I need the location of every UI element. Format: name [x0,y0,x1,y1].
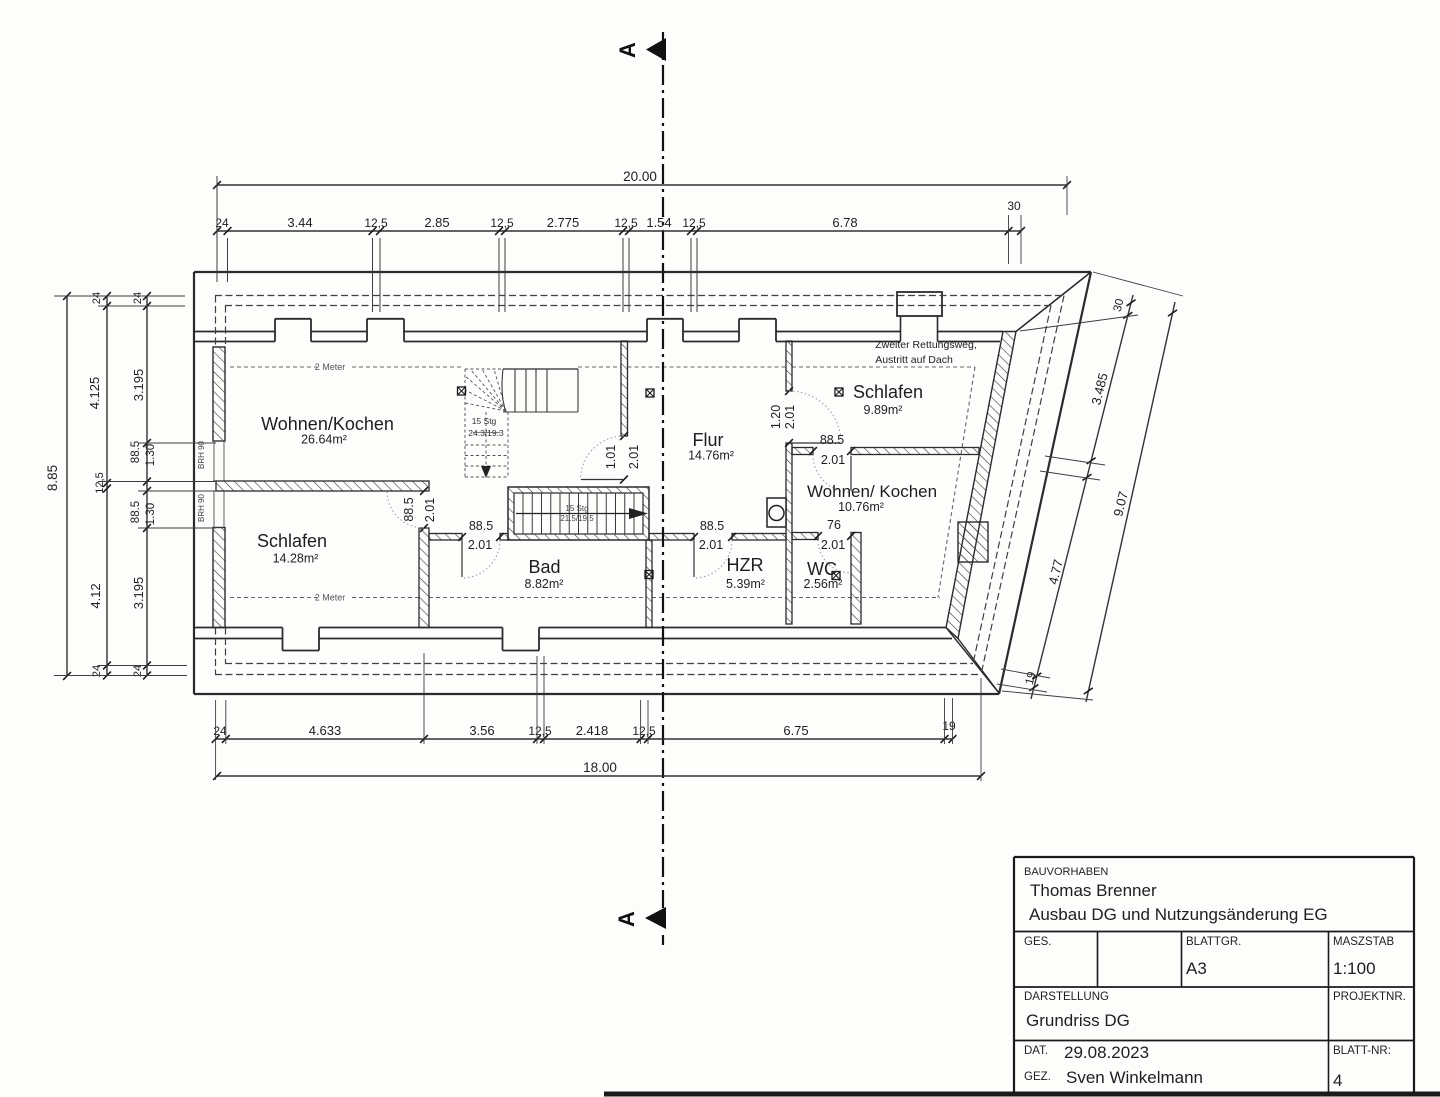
svg-text:24: 24 [91,665,103,677]
svg-text:1:100: 1:100 [1333,959,1376,978]
svg-text:9.89m²: 9.89m² [864,403,903,417]
svg-text:MASZSTAB: MASZSTAB [1333,936,1394,948]
svg-text:1.30: 1.30 [145,444,157,466]
svg-text:A: A [614,911,639,927]
svg-text:4.77: 4.77 [1045,558,1066,586]
svg-text:Wohnen/Kochen: Wohnen/Kochen [261,414,394,434]
svg-text:21.5/19.5: 21.5/19.5 [560,514,594,523]
svg-text:1.54: 1.54 [646,215,671,230]
svg-text:14.28m²: 14.28m² [273,552,319,566]
svg-text:Sven Winkelmann: Sven Winkelmann [1066,1068,1203,1087]
svg-text:15 Stg: 15 Stg [565,504,588,513]
svg-text:5.39m²: 5.39m² [726,577,765,591]
svg-text:6.75: 6.75 [783,723,808,738]
svg-text:2.775: 2.775 [547,215,580,230]
svg-text:20.00: 20.00 [623,169,657,184]
svg-text:WC: WC [807,559,837,579]
svg-text:19: 19 [1024,671,1039,686]
svg-text:24.3/19.3: 24.3/19.3 [468,428,504,438]
svg-text:BRH 90: BRH 90 [197,440,206,469]
svg-text:24: 24 [215,216,229,230]
svg-text:24: 24 [91,292,103,304]
svg-text:4.633: 4.633 [309,723,342,738]
svg-text:76: 76 [827,518,841,532]
svg-text:2.85: 2.85 [424,215,449,230]
svg-text:1.30: 1.30 [145,503,157,525]
svg-text:2.01: 2.01 [783,405,797,429]
svg-text:12,5: 12,5 [490,216,514,230]
svg-text:6.78: 6.78 [832,215,857,230]
svg-text:2.01: 2.01 [627,445,641,469]
svg-text:88.5: 88.5 [130,441,142,463]
svg-text:15 Stg: 15 Stg [472,416,497,426]
svg-text:4: 4 [1333,1071,1342,1090]
svg-text:88.5: 88.5 [402,497,416,521]
svg-text:Ausbau DG und Nutzungsänderung: Ausbau DG und Nutzungsänderung EG [1029,905,1328,924]
svg-text:3.56: 3.56 [469,723,494,738]
svg-text:A: A [615,42,640,58]
svg-text:24: 24 [132,292,144,304]
svg-text:BLATTGR.: BLATTGR. [1186,936,1241,948]
svg-text:2.418: 2.418 [576,723,609,738]
svg-text:30: 30 [1112,298,1127,313]
svg-text:Austritt auf Dach: Austritt auf Dach [875,354,953,366]
svg-text:2 Meter: 2 Meter [315,362,346,372]
svg-text:8.82m²: 8.82m² [525,577,564,591]
svg-text:2.01: 2.01 [821,453,845,467]
svg-text:DARSTELLUNG: DARSTELLUNG [1024,991,1109,1003]
svg-text:2.01: 2.01 [423,498,437,522]
svg-text:88.5: 88.5 [130,501,142,523]
svg-text:12,5: 12,5 [364,216,388,230]
svg-text:BLATT-NR:: BLATT-NR: [1333,1045,1391,1057]
svg-text:4.125: 4.125 [87,377,102,410]
svg-text:Schlafen: Schlafen [257,531,327,551]
svg-text:Wohnen/ Kochen: Wohnen/ Kochen [807,482,937,501]
svg-text:1.01: 1.01 [604,445,618,469]
svg-text:DAT.: DAT. [1024,1045,1048,1057]
svg-text:24: 24 [132,665,144,677]
svg-text:Thomas Brenner: Thomas Brenner [1030,881,1157,900]
svg-text:Zweiter Rettungsweg,: Zweiter Rettungsweg, [875,339,977,351]
svg-text:18.00: 18.00 [583,760,617,775]
svg-text:GEZ.: GEZ. [1024,1071,1051,1083]
svg-text:3.195: 3.195 [131,577,146,610]
svg-text:BAUVORHABEN: BAUVORHABEN [1024,866,1108,878]
svg-text:3.44: 3.44 [287,215,312,230]
svg-text:12,5: 12,5 [94,472,106,493]
svg-text:12,5: 12,5 [632,724,656,738]
svg-text:HZR: HZR [727,555,764,575]
svg-text:4.12: 4.12 [88,583,103,608]
svg-text:PROJEKTNR.: PROJEKTNR. [1333,991,1406,1003]
svg-text:29.08.2023: 29.08.2023 [1064,1043,1149,1062]
svg-text:30: 30 [1007,199,1021,213]
svg-text:2 Meter: 2 Meter [315,593,346,603]
svg-text:3.195: 3.195 [131,369,146,402]
svg-text:24: 24 [213,724,227,738]
svg-text:88.5: 88.5 [700,519,724,533]
svg-text:GES.: GES. [1024,936,1051,948]
svg-text:2.56m²: 2.56m² [804,577,843,591]
svg-text:8.85: 8.85 [45,465,60,491]
svg-text:BRH 90: BRH 90 [197,493,206,522]
svg-text:12,5: 12,5 [614,216,638,230]
svg-text:9.07: 9.07 [1110,490,1131,518]
svg-text:Bad: Bad [528,557,560,577]
svg-text:Schlafen: Schlafen [853,382,923,402]
svg-text:2.01: 2.01 [821,538,845,552]
svg-text:10.76m²: 10.76m² [838,500,884,514]
svg-text:12,5: 12,5 [682,216,706,230]
svg-text:2.01: 2.01 [699,538,723,552]
svg-text:Flur: Flur [693,430,724,450]
svg-text:88.5: 88.5 [469,519,493,533]
svg-text:14.76m²: 14.76m² [688,449,734,463]
svg-text:2.01: 2.01 [468,538,492,552]
svg-text:88.5: 88.5 [820,433,844,447]
svg-text:12,5: 12,5 [528,724,552,738]
svg-text:A3: A3 [1186,959,1207,978]
svg-text:Grundriss DG: Grundriss DG [1026,1011,1130,1030]
svg-text:26.64m²: 26.64m² [301,433,347,447]
svg-text:1.20: 1.20 [769,405,783,429]
